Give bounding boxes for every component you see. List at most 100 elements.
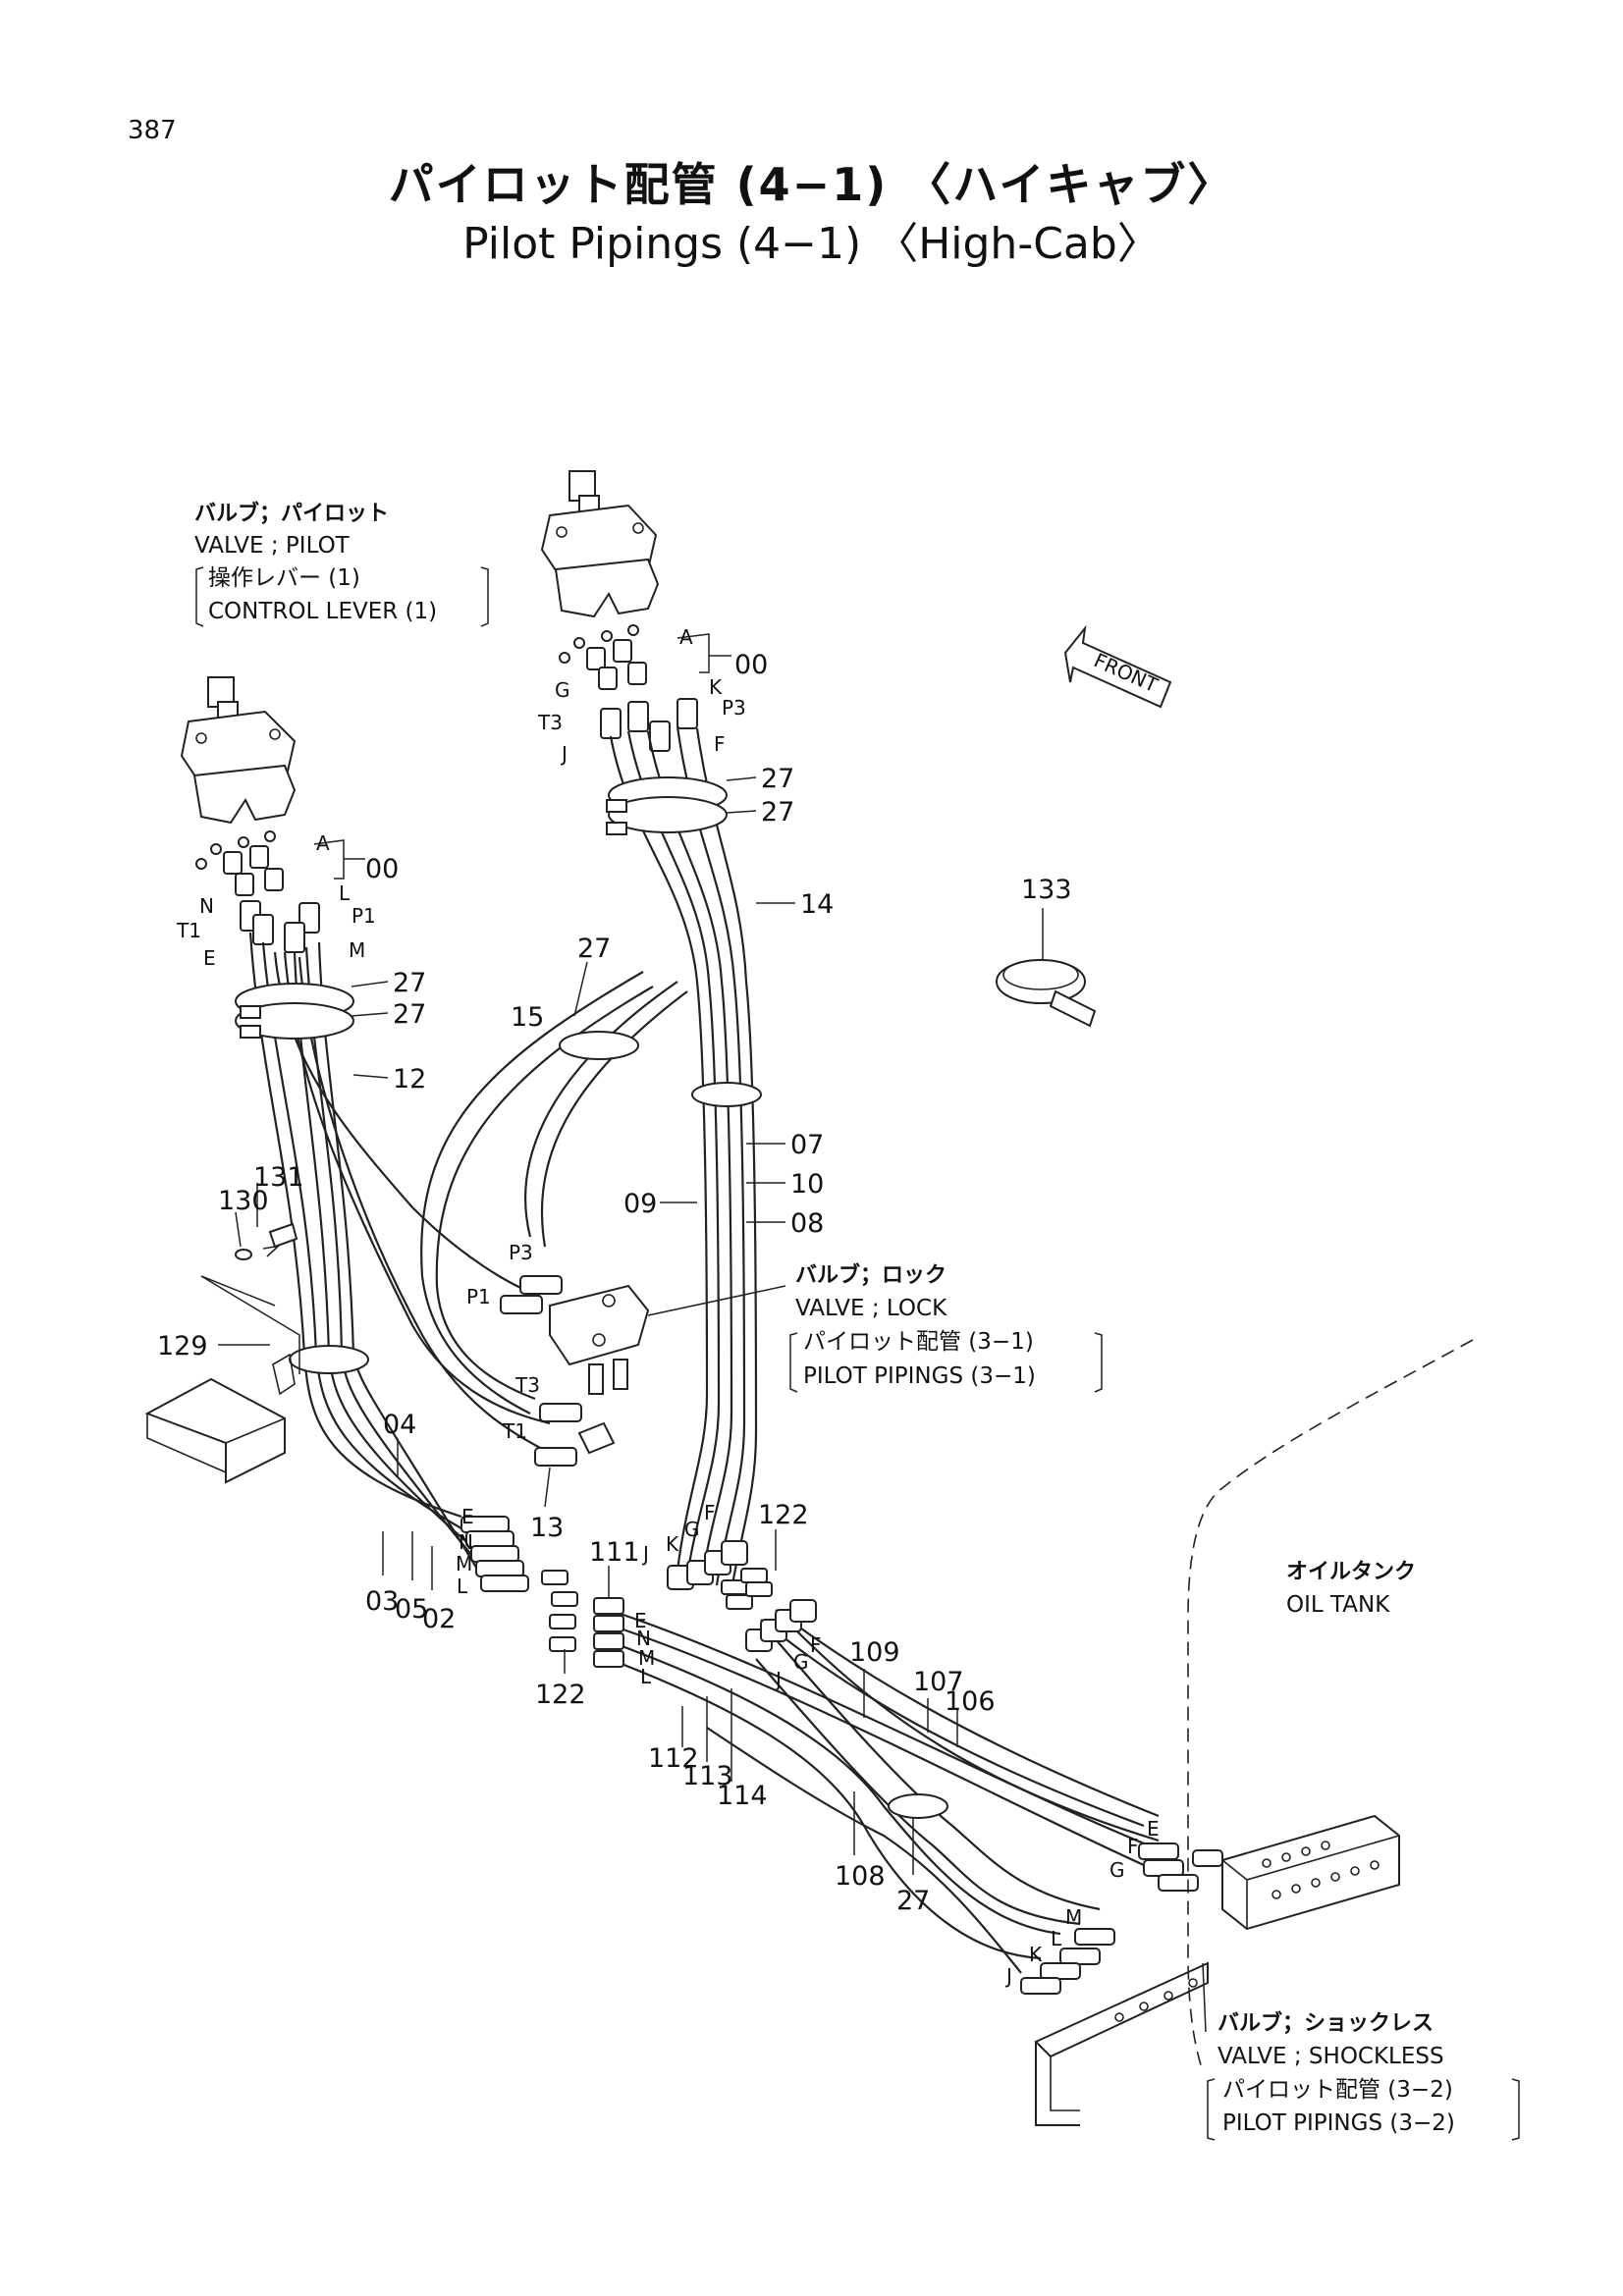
label-114: 114 [717, 1781, 768, 1811]
svg-text:VALVE ; SHOCKLESS: VALVE ; SHOCKLESS [1217, 2044, 1444, 2069]
caption-oil-tank: オイルタンク OIL TANK [1286, 1560, 1416, 1618]
cable-tie-133 [996, 959, 1097, 1028]
shockless-valve [1221, 1814, 1400, 1931]
svg-text:T1: T1 [176, 919, 201, 942]
label-113: 113 [682, 1761, 733, 1791]
svg-text:P1: P1 [352, 904, 376, 928]
svg-text:PILOT PIPINGS (3−2): PILOT PIPINGS (3−2) [1222, 2110, 1455, 2136]
label-133: 133 [1021, 875, 1072, 905]
svg-text:J: J [641, 1542, 649, 1566]
svg-text:T3: T3 [537, 711, 563, 734]
label-129: 129 [157, 1331, 208, 1362]
left-hose-bundle [248, 932, 551, 1576]
svg-text:M: M [456, 1552, 472, 1575]
left-pilot-valve [180, 676, 297, 825]
label-27-lower: 27 [896, 1886, 930, 1916]
svg-text:A: A [679, 625, 693, 649]
svg-text:G: G [793, 1650, 809, 1674]
label-122-lower: 122 [535, 1680, 586, 1710]
svg-text:J: J [774, 1668, 782, 1691]
page-title-japanese: パイロット配管 (4−1) 〈ハイキャブ〉 [388, 158, 1235, 211]
label-107: 107 [913, 1667, 964, 1697]
lower-bracket [1034, 1961, 1209, 2126]
fittings-122-lower [541, 1570, 578, 1652]
svg-text:F: F [810, 1633, 822, 1657]
svg-text:操作レバー (1): 操作レバー (1) [208, 565, 360, 591]
svg-text:G: G [555, 678, 570, 702]
svg-text:P3: P3 [509, 1241, 533, 1264]
svg-text:E: E [461, 1505, 474, 1528]
caption-valve-lock: バルブ；ロック VALVE ; LOCK パイロット配管 (3−1) PILOT… [795, 1262, 1036, 1389]
page-title-english: Pilot Pipings (4−1) 〈High-Cab〉 [462, 219, 1161, 269]
label-122-upper: 122 [758, 1500, 809, 1530]
caption-brackets [195, 566, 1520, 2141]
svg-text:VALVE ; LOCK: VALVE ; LOCK [795, 1296, 947, 1321]
label-108: 108 [835, 1861, 886, 1892]
fittings-upper-lower-group [745, 1599, 817, 1652]
svg-text:K: K [666, 1532, 679, 1556]
svg-text:バルブ；ショックレス: バルブ；ショックレス [1217, 2010, 1434, 2036]
label-09: 09 [623, 1189, 657, 1219]
svg-text:オイルタンク: オイルタンク [1286, 1560, 1416, 1584]
label-10: 10 [790, 1169, 824, 1200]
hose-15 [420, 971, 688, 1415]
svg-text:P1: P1 [466, 1285, 491, 1308]
right-lower-fittings [667, 1540, 748, 1590]
left-valve-fittings [195, 830, 320, 953]
label-27-right-b: 27 [761, 797, 794, 828]
svg-text:G: G [684, 1518, 700, 1541]
svg-text:F: F [704, 1501, 716, 1524]
label-27-left-b: 27 [393, 999, 426, 1030]
lower-hose-group [608, 1608, 1160, 1974]
label-03: 03 [365, 1586, 399, 1617]
svg-text:P3: P3 [722, 696, 746, 720]
port-letters: A N L T1 P1 E M A G K T3 P3 J F P3 P1 T3… [176, 625, 1160, 1988]
page-number: 387 [128, 116, 177, 145]
lock-valve [500, 1275, 650, 1467]
label-106: 106 [945, 1686, 996, 1717]
svg-text:L: L [640, 1665, 652, 1688]
label-111: 111 [589, 1537, 640, 1568]
label-13: 13 [530, 1513, 564, 1543]
washer-130 [235, 1249, 252, 1260]
svg-text:F: F [714, 732, 726, 756]
svg-text:J: J [1004, 1964, 1012, 1988]
right-pilot-valve [540, 470, 660, 618]
svg-text:N: N [459, 1530, 473, 1554]
label-00-right: 00 [734, 650, 768, 680]
label-05: 05 [395, 1594, 428, 1625]
label-27-right-a: 27 [761, 764, 794, 794]
svg-text:パイロット配管 (3−2): パイロット配管 (3−2) [1222, 2077, 1453, 2103]
svg-text:E: E [1147, 1817, 1160, 1841]
svg-text:OIL TANK: OIL TANK [1286, 1592, 1390, 1618]
label-07: 07 [790, 1130, 824, 1160]
label-02: 02 [422, 1604, 456, 1634]
label-112: 112 [648, 1743, 699, 1774]
leader-lines [218, 633, 1207, 2033]
svg-text:L: L [339, 881, 351, 905]
svg-text:T1: T1 [502, 1419, 527, 1443]
svg-text:F: F [1127, 1835, 1139, 1858]
label-27-hose15: 27 [577, 934, 611, 964]
svg-text:K: K [1029, 1943, 1043, 1966]
label-08: 08 [790, 1208, 824, 1239]
svg-text:A: A [316, 831, 330, 855]
left-lower-fittings [460, 1516, 529, 1592]
svg-text:E: E [203, 946, 216, 970]
svg-text:G: G [1109, 1858, 1125, 1882]
svg-text:J: J [560, 742, 568, 766]
svg-text:K: K [709, 675, 723, 699]
svg-text:E: E [634, 1609, 647, 1632]
svg-text:M: M [1065, 1905, 1082, 1929]
label-15: 15 [511, 1002, 544, 1033]
svg-text:T3: T3 [514, 1373, 540, 1397]
label-12: 12 [393, 1064, 426, 1095]
label-131: 131 [253, 1162, 304, 1193]
label-109: 109 [849, 1637, 900, 1668]
svg-text:VALVE ; PILOT: VALVE ; PILOT [194, 533, 351, 559]
svg-text:L: L [457, 1575, 468, 1598]
caption-valve-pilot: バルブ；パイロット VALVE ; PILOT 操作レバー (1) CONTRO… [194, 501, 437, 624]
label-27-left-a: 27 [393, 968, 426, 998]
label-14: 14 [800, 889, 834, 920]
